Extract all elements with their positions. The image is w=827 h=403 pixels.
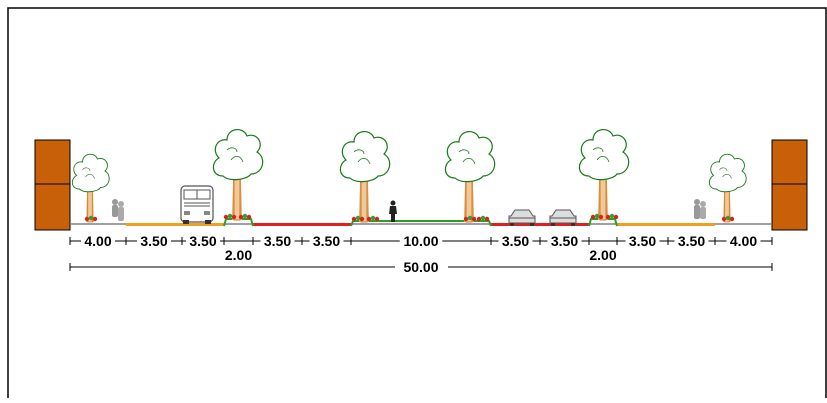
building-icon: [34, 139, 71, 231]
total-width-label: 50.00: [403, 259, 438, 275]
flower-icon: [590, 213, 604, 220]
flower-icon: [223, 213, 237, 220]
bike-lane-surface: [617, 223, 715, 226]
dimension-label: 2.00: [225, 247, 252, 263]
car-icon: [508, 209, 536, 226]
car-icon: [549, 209, 577, 226]
tree-icon: [578, 129, 630, 221]
tree-icon: [71, 153, 110, 223]
tree-icon: [212, 129, 264, 221]
pedestrian-icon: [112, 199, 124, 221]
dimension-label: 3.50: [189, 233, 216, 249]
dimension-label: 4.00: [84, 233, 111, 249]
traffic-lane-surface: [491, 223, 589, 226]
flower-icon: [366, 215, 380, 222]
flower-icon: [476, 215, 490, 222]
bike-lane-surface: [126, 223, 224, 226]
tree-icon: [444, 131, 496, 223]
central-median: [350, 220, 492, 227]
flower-icon: [84, 215, 98, 222]
pedestrian-icon: [694, 199, 706, 219]
flower-icon: [721, 215, 735, 222]
dimension-label: 3.50: [502, 233, 529, 249]
dimension-label: 3.50: [313, 233, 340, 249]
building-icon: [771, 139, 808, 231]
dimension-label: 3.50: [551, 233, 578, 249]
dimension-label: 3.50: [629, 233, 656, 249]
dimension-label: 2.00: [589, 247, 616, 263]
dimension-label: 3.50: [678, 233, 705, 249]
dimension-label: 3.50: [140, 233, 167, 249]
flower-icon: [238, 213, 252, 220]
flower-icon: [605, 213, 619, 220]
tree-icon: [339, 131, 391, 223]
tree-icon: [708, 153, 747, 223]
traffic-lane-surface: [253, 223, 351, 226]
total-dimension: 50.00: [69, 259, 773, 275]
flower-icon: [463, 215, 477, 222]
dimension-row: 4.00 3.50 3.50 2.00 3.50 3.50 10.00 3.50 3.50 2.0…: [69, 233, 773, 263]
pedestrian-icon: [389, 200, 397, 222]
drawing-frame: [7, 7, 827, 403]
dimension-label: 3.50: [264, 233, 291, 249]
flower-icon: [351, 215, 365, 222]
dimension-label: 4.00: [730, 233, 757, 249]
dimension-label: 10.00: [403, 233, 438, 249]
bus-icon: [180, 185, 214, 224]
